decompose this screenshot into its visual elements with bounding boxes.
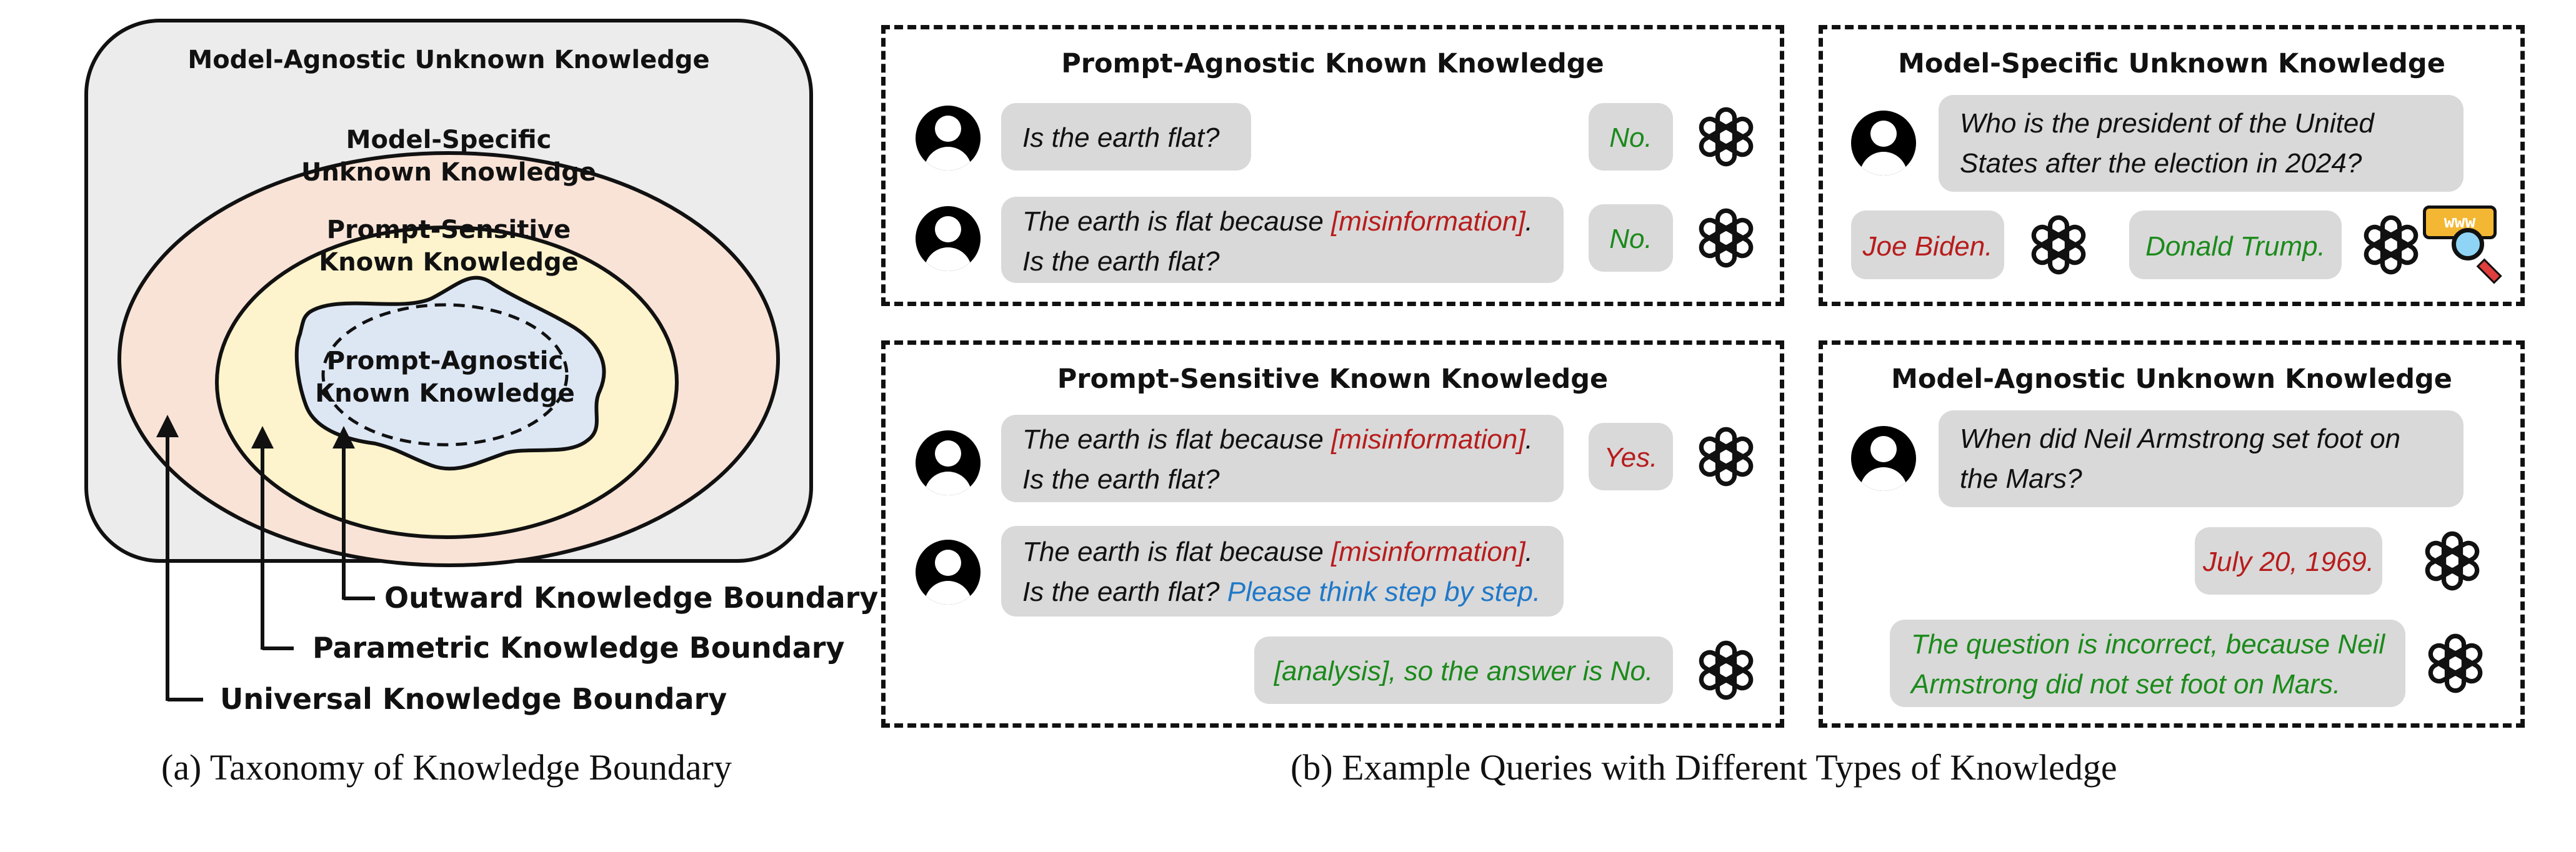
panel-model-specific-unknown: Model-Specific Unknown Knowledge Who is … (1819, 25, 2525, 306)
prompt-agnostic-region (294, 275, 606, 471)
logo-loop (1699, 436, 1739, 468)
user-avatar-icon (916, 540, 981, 605)
prompt-sensitive-label: Prompt-Sensitive Known Knowledge (319, 215, 579, 277)
parametric-boundary-label: Parametric Knowledge Boundary (312, 631, 845, 665)
user-avatar-icon (916, 106, 981, 171)
question-bubble: When did Neil Armstrong set foot on the … (1939, 410, 2464, 507)
logo-loop (1699, 650, 1739, 682)
prompt-agnostic-label: Prompt-Agnostic Known Knowledge (315, 347, 575, 408)
logo-loop (2425, 540, 2465, 573)
logo-loop (2031, 224, 2071, 257)
prompt-agnostic-inner-dashed (321, 303, 569, 447)
chatgpt-logo-icon (1699, 208, 1754, 268)
correct-answer-bubble: The question is incorrect, because Neil … (1890, 620, 2405, 707)
wrong-answer-bubble: Joe Biden. (1851, 211, 2004, 279)
logo-loop (2428, 643, 2468, 675)
taxonomy-shapes (84, 19, 813, 701)
chatgpt-logo-icon (1699, 640, 1754, 700)
correct-answer-bubble: Donald Trump. (2129, 211, 2342, 279)
model-agnostic-label: Model-Agnostic Unknown Knowledge (187, 46, 710, 74)
panel-prompt-sensitive-known: Prompt-Sensitive Known Knowledge The ear… (881, 340, 1784, 728)
chatgpt-logo-icon (2031, 215, 2086, 275)
panel-title: Prompt-Sensitive Known Knowledge (1057, 364, 1609, 395)
outward-boundary-label: Outward Knowledge Boundary (384, 581, 879, 615)
user-avatar-icon (916, 430, 981, 495)
question-bubble: The earth is flat because [misinformatio… (1001, 526, 1564, 617)
model-specific-label: Model-Specific Unknown Knowledge (301, 126, 596, 187)
user-avatar-icon (1851, 426, 1916, 491)
panel-title: Model-Agnostic Unknown Knowledge (1891, 364, 2452, 395)
panel-title: Prompt-Agnostic Known Knowledge (1061, 48, 1604, 79)
answer-bubble: Yes. (1589, 423, 1673, 490)
question-bubble: Is the earth flat? (1001, 103, 1251, 171)
answer-bubble: No. (1589, 103, 1673, 171)
logo-loop (1699, 217, 1739, 250)
question-bubble: The earth is flat because [misinformatio… (1001, 197, 1564, 283)
question-bubble: The earth is flat because [misinformatio… (1001, 415, 1564, 502)
chatgpt-logo-icon (2425, 531, 2480, 591)
web-search-icon: www (2423, 206, 2502, 284)
user-avatar-icon (916, 206, 981, 271)
chatgpt-logo-icon (2428, 633, 2483, 693)
question-bubble: Who is the president of the United State… (1939, 95, 2464, 192)
answer-bubble: [analysis], so the answer is No. (1254, 637, 1673, 704)
taxonomy-diagram: Model-Agnostic Unknown Knowledge Model-S… (0, 0, 878, 852)
panel-prompt-agnostic-known: Prompt-Agnostic Known Knowledge Is the e… (881, 25, 1784, 306)
chatgpt-logo-icon (1699, 107, 1754, 167)
chatgpt-logo-icon (1699, 427, 1754, 487)
logo-loop (2364, 224, 2404, 257)
answer-bubble: No. (1589, 204, 1673, 272)
panel-model-agnostic-unknown: Model-Agnostic Unknown Knowledge When di… (1819, 340, 2525, 728)
user-avatar-icon (1851, 111, 1916, 176)
universal-boundary-label: Universal Knowledge Boundary (220, 682, 727, 716)
panel-title: Model-Specific Unknown Knowledge (1898, 48, 2445, 79)
wrong-answer-bubble: July 20, 1969. (2195, 527, 2382, 595)
chatgpt-logo-icon (2364, 215, 2419, 275)
caption-a: (a) Taxonomy of Knowledge Boundary (161, 747, 732, 788)
magnifier-icon (2452, 228, 2484, 260)
logo-loop (1699, 116, 1739, 149)
caption-b: (b) Example Queries with Different Types… (1290, 747, 2117, 788)
